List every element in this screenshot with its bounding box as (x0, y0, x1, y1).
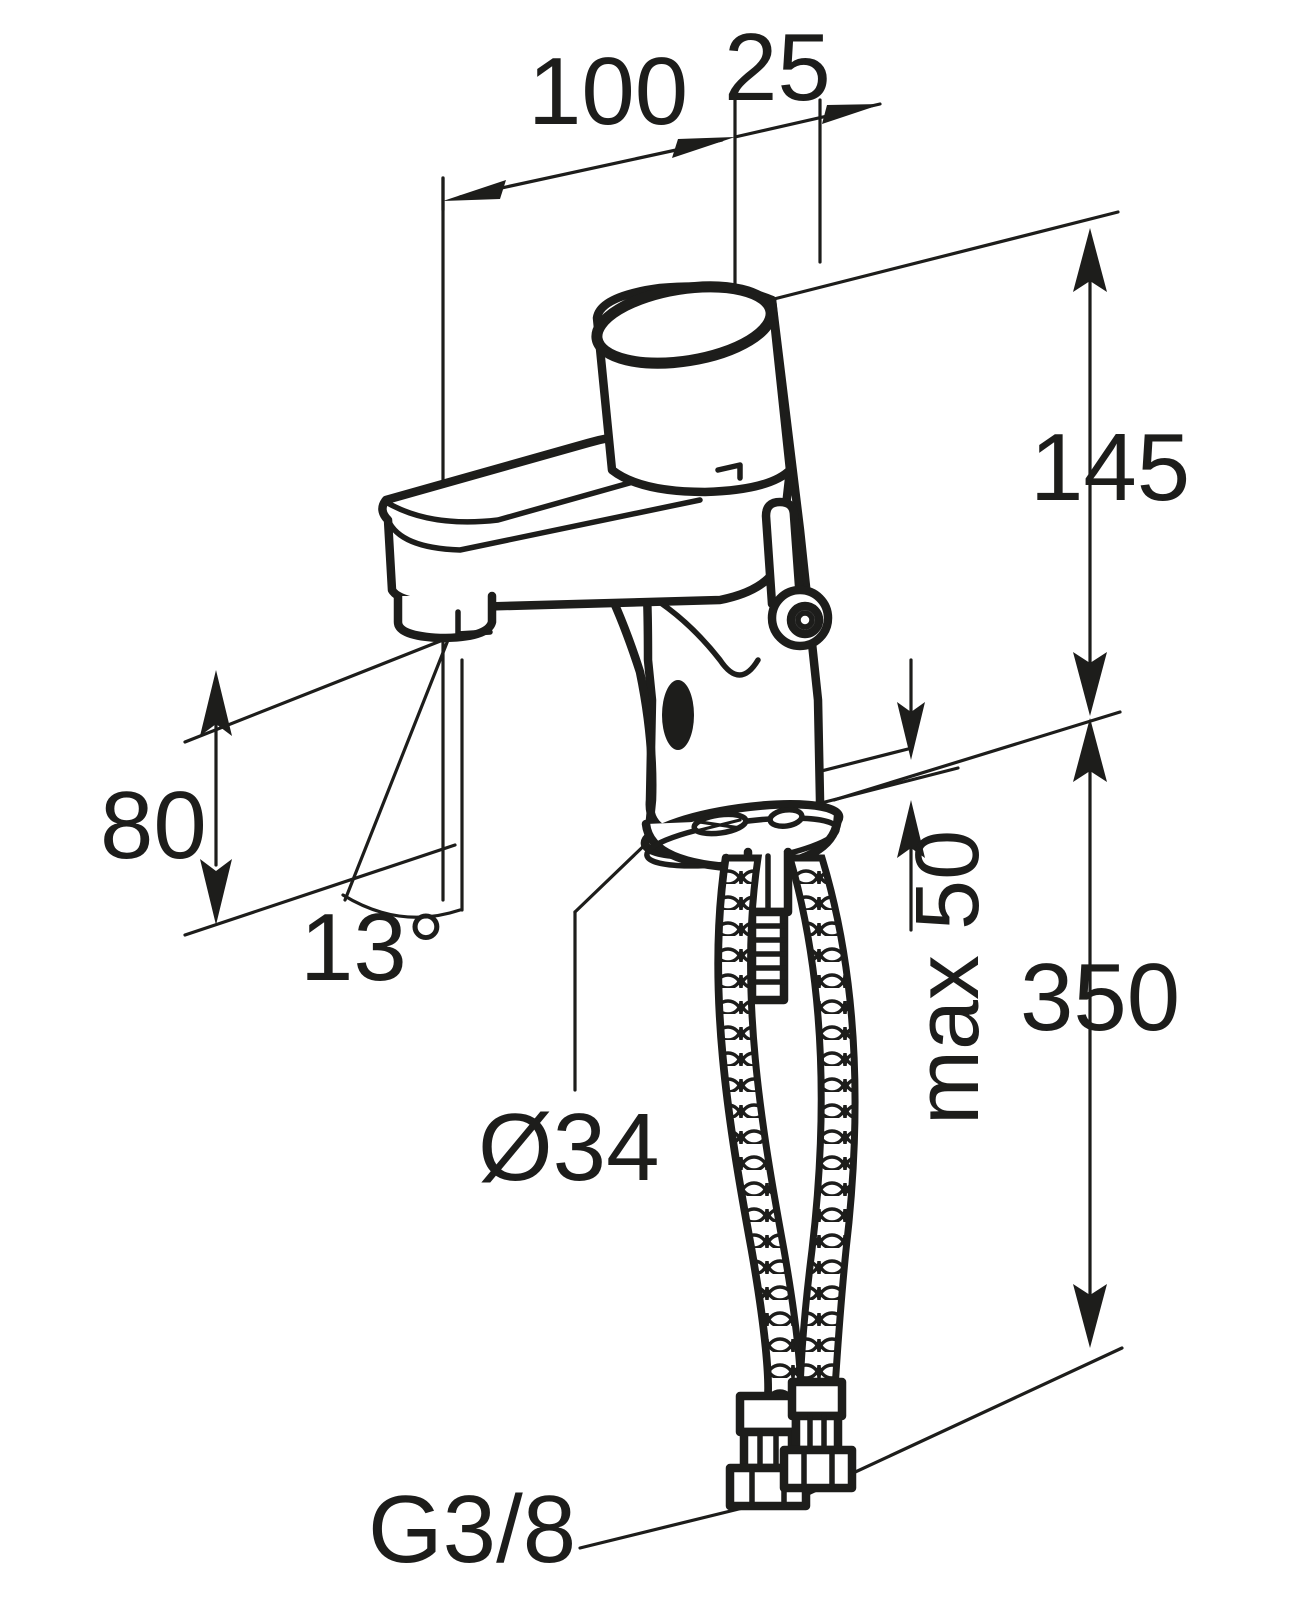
dimension-350: 350 (1020, 718, 1180, 1348)
dimension-80: 80 (100, 670, 232, 925)
sensor-window (662, 680, 694, 750)
lever-handle-notch (715, 462, 743, 481)
dimension-145: 145 (1030, 228, 1190, 716)
dimension-label-145: 145 (1030, 414, 1190, 521)
dimension-25: 25 (724, 14, 882, 139)
dimension-max-50: max 50 (897, 658, 998, 1125)
faucet-drawing (378, 281, 859, 1511)
threaded-rod (747, 907, 789, 1005)
dimension-label-thread-g38: G3/8 (368, 1476, 576, 1583)
spout-arm-inner-edge (385, 497, 703, 553)
side-lever-pivot-hole (795, 610, 815, 630)
gasket-slot-cross (698, 818, 742, 832)
dimension-13-degrees: 13° (300, 638, 464, 1001)
hose-nut-right (779, 1377, 857, 1493)
dimension-label-100: 100 (528, 38, 688, 145)
dimension-label-25: 25 (724, 14, 831, 121)
leader-thread-g38: G3/8 (368, 1476, 757, 1583)
spout-aerator (393, 591, 497, 643)
gasket-slot-right (767, 807, 805, 829)
dimension-100: 100 (443, 38, 735, 201)
dimension-label-diameter-34: Ø34 (478, 1094, 659, 1201)
hose-nut-left (725, 1391, 811, 1511)
dimension-label-80: 80 (100, 772, 207, 879)
spout-aerator-detail (455, 609, 493, 637)
lever-handle-top-ellipse (591, 281, 777, 369)
dimension-label-max-50: max 50 (898, 830, 998, 1125)
side-lever-arm (761, 497, 805, 609)
dimension-label-350: 350 (1020, 944, 1180, 1051)
dimension-label-13-degrees: 13° (300, 894, 445, 1001)
